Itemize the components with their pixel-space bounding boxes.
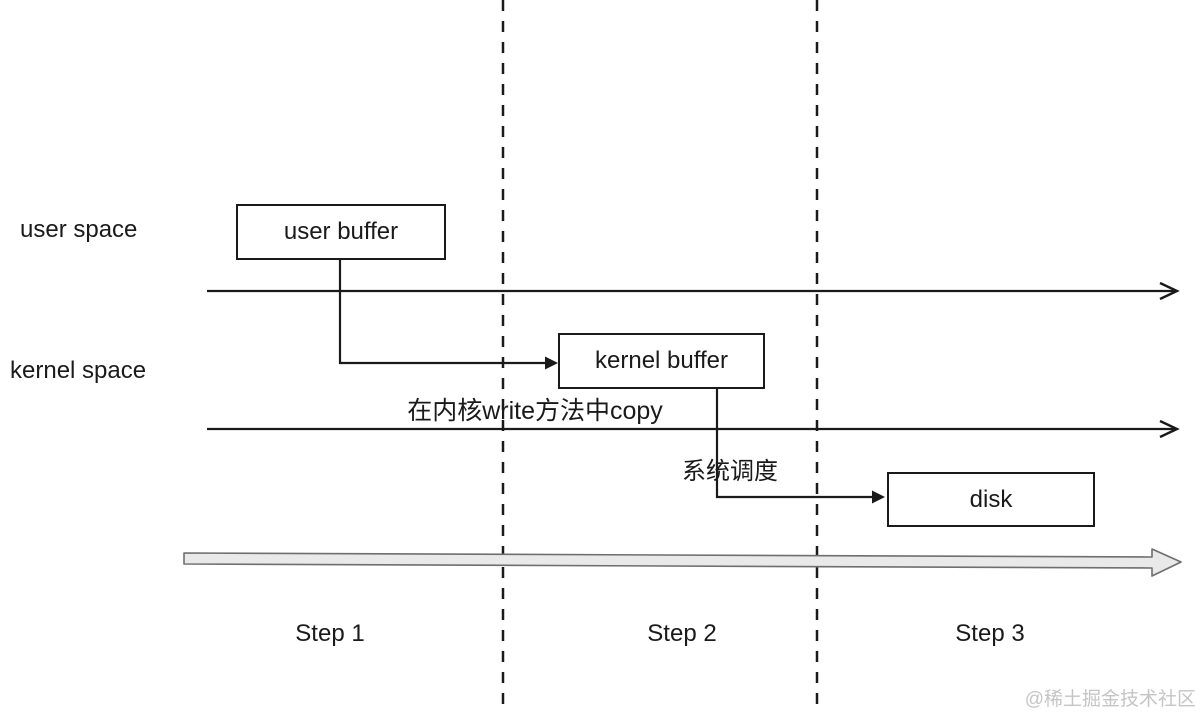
annotation-kernel-write-copy: 在内核write方法中copy: [407, 397, 663, 425]
user-space-axis-arrowhead-icon: [1159, 281, 1180, 301]
step-label-3: Step 3: [955, 620, 1025, 647]
lane-label-kernel-space: kernel space: [10, 357, 147, 384]
connector-kernel-to-disk: [715, 388, 874, 499]
node-disk: disk: [887, 472, 1095, 527]
timeline-flow-arrow-icon: [183, 548, 1182, 577]
node-kernel-buffer-label: kernel buffer: [595, 347, 728, 374]
watermark-text: @稀土掘金技术社区: [1024, 689, 1196, 710]
step-label-2: Step 2: [647, 620, 717, 647]
kernel-space-axis-arrowhead-icon: [1159, 419, 1180, 439]
lane-label-user-space: user space: [20, 216, 138, 243]
annotation-system-schedule: 系统调度: [682, 458, 778, 485]
connector-kernel-to-disk-arrowhead-icon: [872, 490, 885, 504]
node-kernel-buffer: kernel buffer: [558, 333, 765, 389]
step-label-1: Step 1: [295, 620, 365, 647]
node-user-buffer-label: user buffer: [283, 218, 399, 245]
connector-user-to-kernel-arrowhead-icon: [545, 356, 558, 370]
node-disk-label: disk: [969, 485, 1013, 513]
node-user-buffer: user buffer: [236, 204, 446, 260]
connector-user-to-kernel: [338, 260, 547, 365]
